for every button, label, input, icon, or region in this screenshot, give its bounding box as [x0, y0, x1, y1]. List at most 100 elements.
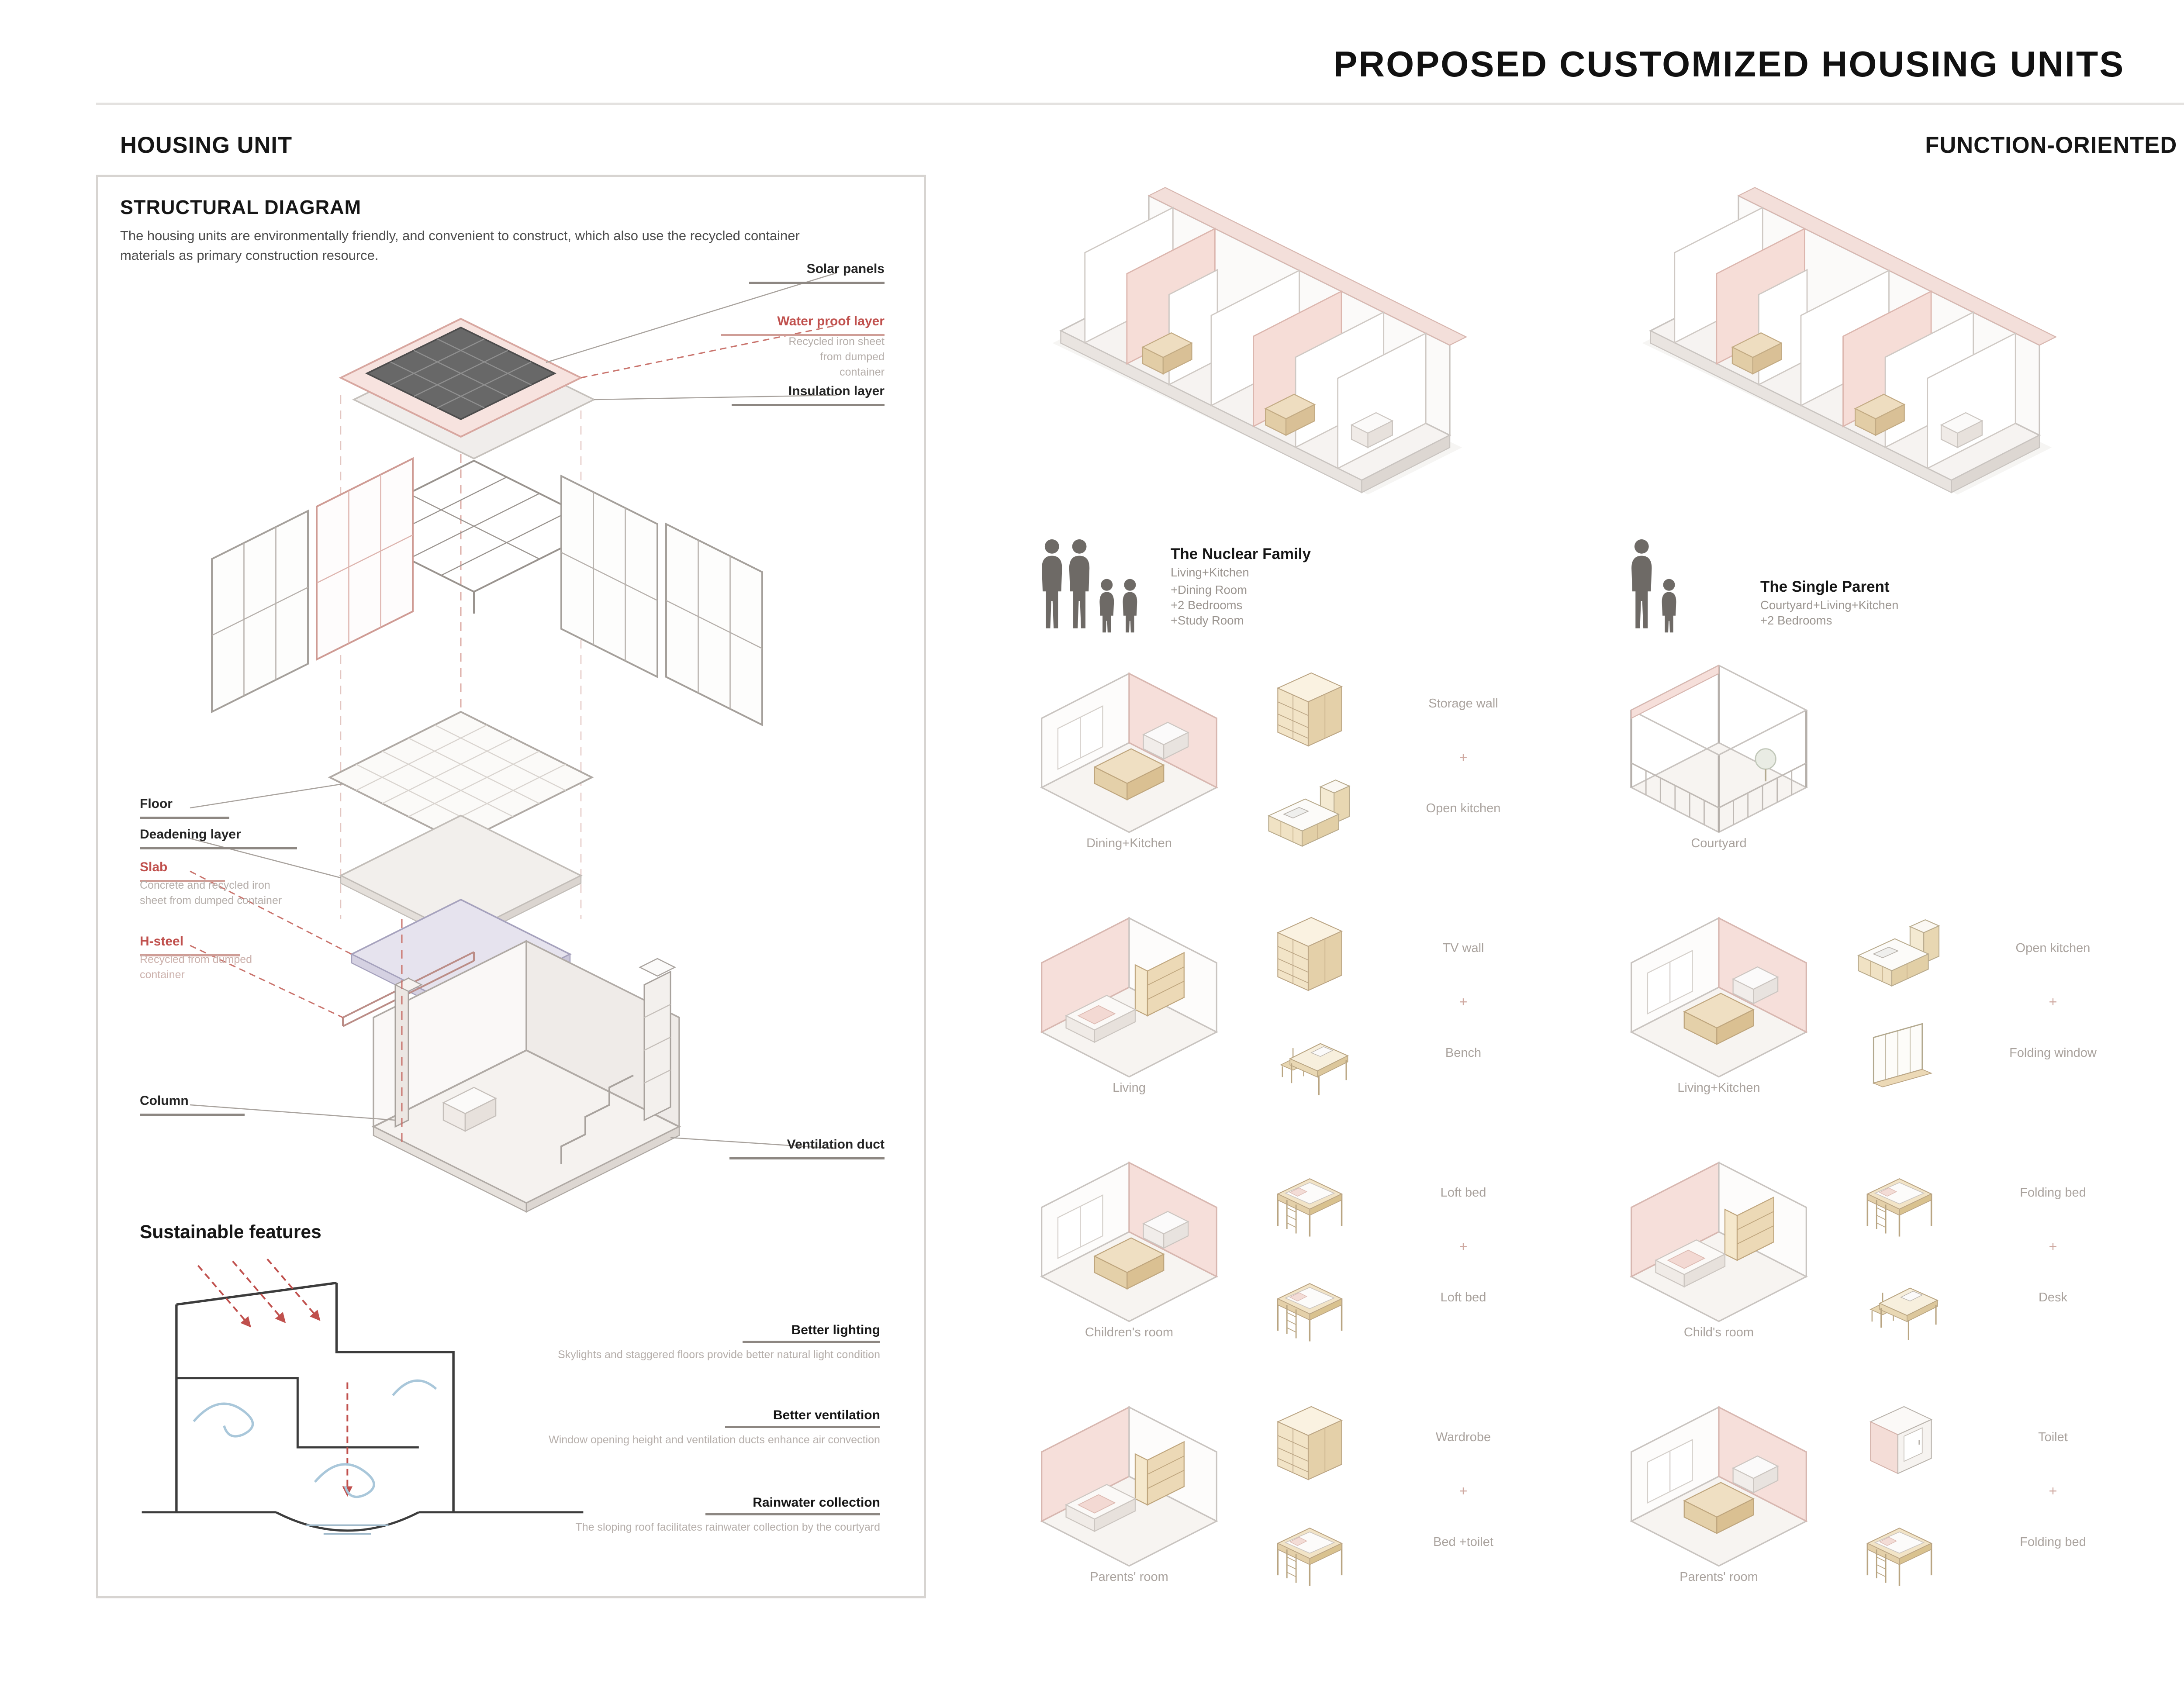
feature-note: Window opening height and ventilation du…: [549, 1435, 880, 1448]
plus-sign: +: [1459, 1240, 1468, 1256]
panel-title: STRUCTURAL DIAGRAM: [120, 197, 362, 218]
feature-note: Skylights and staggered floors provide b…: [558, 1349, 880, 1363]
module-a-image: [1852, 1397, 1944, 1483]
plus-sign: +: [2049, 1240, 2057, 1256]
exploded-structure-drawing: [190, 272, 837, 1213]
room-render: Living+Kitchen: [1594, 902, 1843, 1099]
module-a-image: [1852, 1153, 1944, 1238]
note-water-proof: Recycled iron sheet from dumped containe…: [788, 336, 885, 379]
family-name: The Nuclear Family: [1171, 549, 1311, 565]
room-axonometric-image: [1605, 657, 1832, 836]
room-axonometric-image: [1016, 1146, 1243, 1325]
module-b-label: Bed +toilet: [1433, 1537, 1493, 1551]
housing-unit-heading: HOUSING UNIT: [120, 133, 293, 159]
family-column-nuclear-family: The Nuclear Family Living+Kitchen +Dinin…: [1005, 175, 1577, 1635]
room-label: Parents' room: [1679, 1572, 1758, 1585]
feature-rainwater-collection: Rainwater collection The sloping roof fa…: [575, 1478, 880, 1535]
exploded-axonometric-diagram: Solar panels Water proof layer Recycled …: [98, 264, 928, 1225]
room-render: Courtyard: [1594, 657, 1843, 854]
module-b-label: Folding bed: [2020, 1537, 2086, 1551]
room-label: Courtyard: [1691, 838, 1747, 852]
room-label: Children's room: [1085, 1328, 1174, 1341]
panel-description: The housing units are environmentally fr…: [120, 229, 800, 264]
callout-slab: Slab: [140, 862, 225, 881]
module-a-label: Folding bed: [2020, 1188, 2086, 1201]
family-column-single-parent: The Single Parent Courtyard+Living+Kitch…: [1594, 175, 2167, 1635]
module-b-label: Desk: [2038, 1293, 2068, 1306]
family-program: Courtyard+Living+Kitchen +2 Bedrooms: [1760, 600, 1899, 629]
callout-deadening-layer: Deadening layer: [140, 830, 298, 849]
module-cell: Living+Kitchen Open kitchen + Folding wi…: [1594, 902, 2167, 1122]
module-a-image: [1262, 908, 1354, 994]
feature-name: Better lighting: [743, 1325, 880, 1343]
feature-note: The sloping roof facilitates rainwater c…: [575, 1522, 880, 1535]
callout-insulation-layer: Insulation layer: [731, 386, 885, 405]
module-b-label: Bench: [1445, 1048, 1482, 1062]
module-a-label: TV wall: [1442, 943, 1484, 957]
module-images: [1843, 1146, 1952, 1343]
module-b-image: [1852, 1258, 1944, 1343]
module-grid: Courtyard + Living+Kitchen: [1594, 657, 2167, 1611]
plus-sign: +: [2049, 1485, 2057, 1500]
feature-name: Better ventilation: [725, 1411, 880, 1428]
family-info: The Single Parent Courtyard+Living+Kitch…: [1760, 580, 1898, 633]
module-b-label: Open kitchen: [1426, 804, 1501, 817]
room-render: Children's room: [1005, 1146, 1254, 1343]
family-figures: [1042, 539, 1137, 633]
room-label: Dining+Kitchen: [1086, 838, 1172, 852]
module-grid: Dining+Kitchen Storage wall + Open kitch…: [1005, 657, 1577, 1611]
note-slab: Concrete and recycled iron sheet from du…: [140, 880, 282, 908]
module-images: [1254, 1146, 1363, 1343]
module-a-label: Storage wall: [1428, 699, 1498, 712]
family-figures: [1631, 539, 1676, 633]
room-label: Living: [1113, 1083, 1146, 1096]
family-program: Living+Kitchen +Dining Room +2 Bedrooms …: [1171, 569, 1249, 629]
module-labels: Loft bed + Loft bed: [1363, 1146, 1564, 1343]
modular-housing-heading: FUNCTION-ORIENTED MODULAR HOUSING: [1925, 133, 2184, 159]
family-header: The Nuclear Family Living+Kitchen +Dinin…: [1031, 515, 1577, 633]
module-images: [1254, 657, 1363, 854]
housing-unit-axonometric-render: [1018, 183, 1542, 511]
family-info: The Nuclear Family Living+Kitchen +Dinin…: [1171, 549, 1311, 633]
room-axonometric-image: [1016, 902, 1243, 1081]
module-images: [1843, 902, 1952, 1098]
module-cell: Child's room Folding bed + Desk: [1594, 1146, 2167, 1367]
module-a-image: [1262, 1153, 1354, 1238]
title-divider: [96, 103, 2184, 105]
module-labels: Toilet + Folding bed: [1952, 1391, 2153, 1587]
callout-water-proof-layer: Water proof layer: [720, 317, 885, 335]
page-title: PROPOSED CUSTOMIZED HOUSING UNITS: [1333, 46, 2125, 85]
room-label: Parents' room: [1090, 1572, 1168, 1585]
room-render: Parents' room: [1594, 1391, 1843, 1588]
room-axonometric-image: [1016, 1391, 1243, 1570]
module-cell: Courtyard +: [1594, 657, 2167, 878]
module-cell: Parents' room Wardrobe + Bed +toilet: [1005, 1391, 1577, 1611]
note-h-steel: Recycled from dumped container: [140, 954, 252, 982]
room-axonometric-image: [1605, 1146, 1832, 1325]
room-axonometric-image: [1605, 902, 1832, 1081]
room-render: Child's room: [1594, 1146, 1843, 1343]
room-axonometric-image: [1016, 657, 1243, 836]
callout-h-steel: H-steel: [140, 937, 241, 956]
module-images: [1254, 1391, 1363, 1587]
module-b-image: [1262, 1502, 1354, 1587]
module-a-label: Open kitchen: [2015, 943, 2091, 957]
module-labels: Wardrobe + Bed +toilet: [1363, 1391, 1564, 1587]
structural-diagram-panel: STRUCTURAL DIAGRAM The housing units are…: [96, 175, 926, 1598]
family-header: The Single Parent Courtyard+Living+Kitch…: [1621, 515, 2167, 633]
module-a-label: Loft bed: [1440, 1188, 1486, 1201]
callout-ventilation-duct: Ventilation duct: [730, 1140, 885, 1159]
feature-better-ventilation: Better ventilation Window opening height…: [549, 1391, 880, 1448]
callout-solar-panels: Solar panels: [750, 264, 885, 283]
module-cell: Living TV wall + Bench: [1005, 902, 1577, 1122]
module-b-image: [1852, 1502, 1944, 1587]
module-a-image: [1262, 664, 1354, 749]
module-b-image: [1852, 1013, 1944, 1098]
module-b-image: [1262, 769, 1354, 854]
module-a-image: [1852, 908, 1944, 994]
sustainable-section-diagram: [142, 1258, 584, 1535]
modular-housing-section: The Nuclear Family Living+Kitchen +Dinin…: [994, 175, 2184, 1686]
feature-name: Rainwater collection: [705, 1498, 880, 1515]
module-images: [1254, 902, 1363, 1098]
